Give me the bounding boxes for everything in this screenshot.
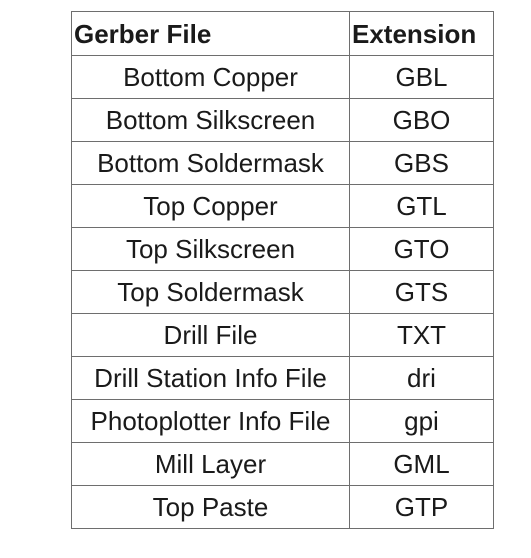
cell-extension: GML: [349, 442, 494, 486]
cell-extension: GBS: [349, 141, 494, 185]
cell-extension: GTL: [349, 184, 494, 228]
table-header: Gerber File Extension: [71, 11, 494, 56]
cell-gerber-file: Mill Layer: [71, 442, 350, 486]
table-row: Bottom Silkscreen GBO: [71, 98, 494, 142]
cell-gerber-file: Top Silkscreen: [71, 227, 350, 271]
cell-extension: GTO: [349, 227, 494, 271]
cell-gerber-file: Bottom Silkscreen: [71, 98, 350, 142]
cell-gerber-file: Bottom Soldermask: [71, 141, 350, 185]
table-row: Top Silkscreen GTO: [71, 227, 494, 271]
cell-extension: GTS: [349, 270, 494, 314]
cell-extension: GTP: [349, 485, 494, 529]
gerber-extension-table: Gerber File Extension Bottom Copper GBL …: [71, 11, 494, 529]
header-gerber-file: Gerber File: [71, 11, 350, 56]
cell-extension: GBO: [349, 98, 494, 142]
cell-gerber-file: Drill Station Info File: [71, 356, 350, 400]
table-row: Drill Station Info File dri: [71, 356, 494, 400]
gerber-extension-table-container: Gerber File Extension Bottom Copper GBL …: [71, 11, 494, 529]
cell-extension: gpi: [349, 399, 494, 443]
cell-extension: TXT: [349, 313, 494, 357]
cell-gerber-file: Top Paste: [71, 485, 350, 529]
table-row: Drill File TXT: [71, 313, 494, 357]
cell-gerber-file: Drill File: [71, 313, 350, 357]
table-body: Bottom Copper GBL Bottom Silkscreen GBO …: [71, 55, 494, 529]
cell-extension: GBL: [349, 55, 494, 99]
table-row: Top Soldermask GTS: [71, 270, 494, 314]
cell-extension: dri: [349, 356, 494, 400]
table-row: Bottom Soldermask GBS: [71, 141, 494, 185]
table-row: Top Paste GTP: [71, 485, 494, 529]
table-row: Photoplotter Info File gpi: [71, 399, 494, 443]
header-row: Gerber File Extension: [71, 11, 494, 56]
table-row: Bottom Copper GBL: [71, 55, 494, 99]
cell-gerber-file: Photoplotter Info File: [71, 399, 350, 443]
header-extension: Extension: [349, 11, 494, 56]
cell-gerber-file: Top Soldermask: [71, 270, 350, 314]
cell-gerber-file: Bottom Copper: [71, 55, 350, 99]
table-row: Top Copper GTL: [71, 184, 494, 228]
table-row: Mill Layer GML: [71, 442, 494, 486]
cell-gerber-file: Top Copper: [71, 184, 350, 228]
